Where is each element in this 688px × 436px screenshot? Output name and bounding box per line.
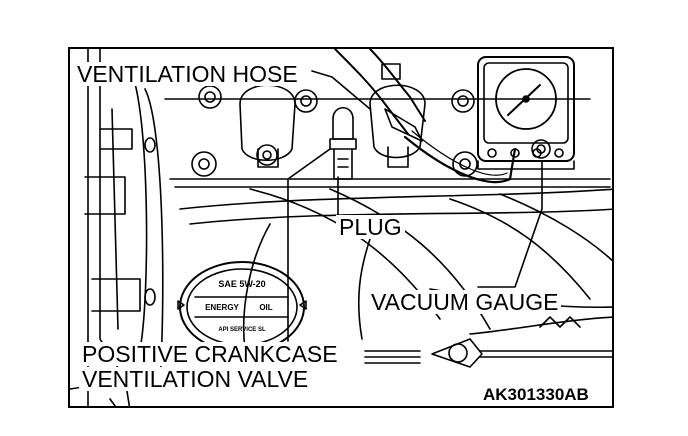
oil-filler-cap-lettering: SAE 5W-20 ENERGY OIL API SERVICE SL xyxy=(205,279,273,333)
svg-text:OIL: OIL xyxy=(259,303,272,312)
pcv-diagram-frame: SAE 5W-20 ENERGY OIL API SERVICE SL VENT… xyxy=(68,47,614,408)
figure-code: AK301330AB xyxy=(480,385,592,405)
label-vacuum-gauge: VACUUM GAUGE xyxy=(368,290,562,314)
label-pcv-valve-line2: VENTILATION VALVE xyxy=(79,367,312,391)
svg-text:ENERGY: ENERGY xyxy=(205,303,239,312)
label-ventilation-hose: VENTILATION HOSE xyxy=(74,62,301,86)
label-plug: PLUG xyxy=(336,215,405,239)
svg-text:API SERVICE SL: API SERVICE SL xyxy=(218,327,266,333)
svg-text:SAE 5W-20: SAE 5W-20 xyxy=(218,279,265,289)
label-pcv-valve-line1: POSITIVE CRANKCASE xyxy=(79,342,341,366)
